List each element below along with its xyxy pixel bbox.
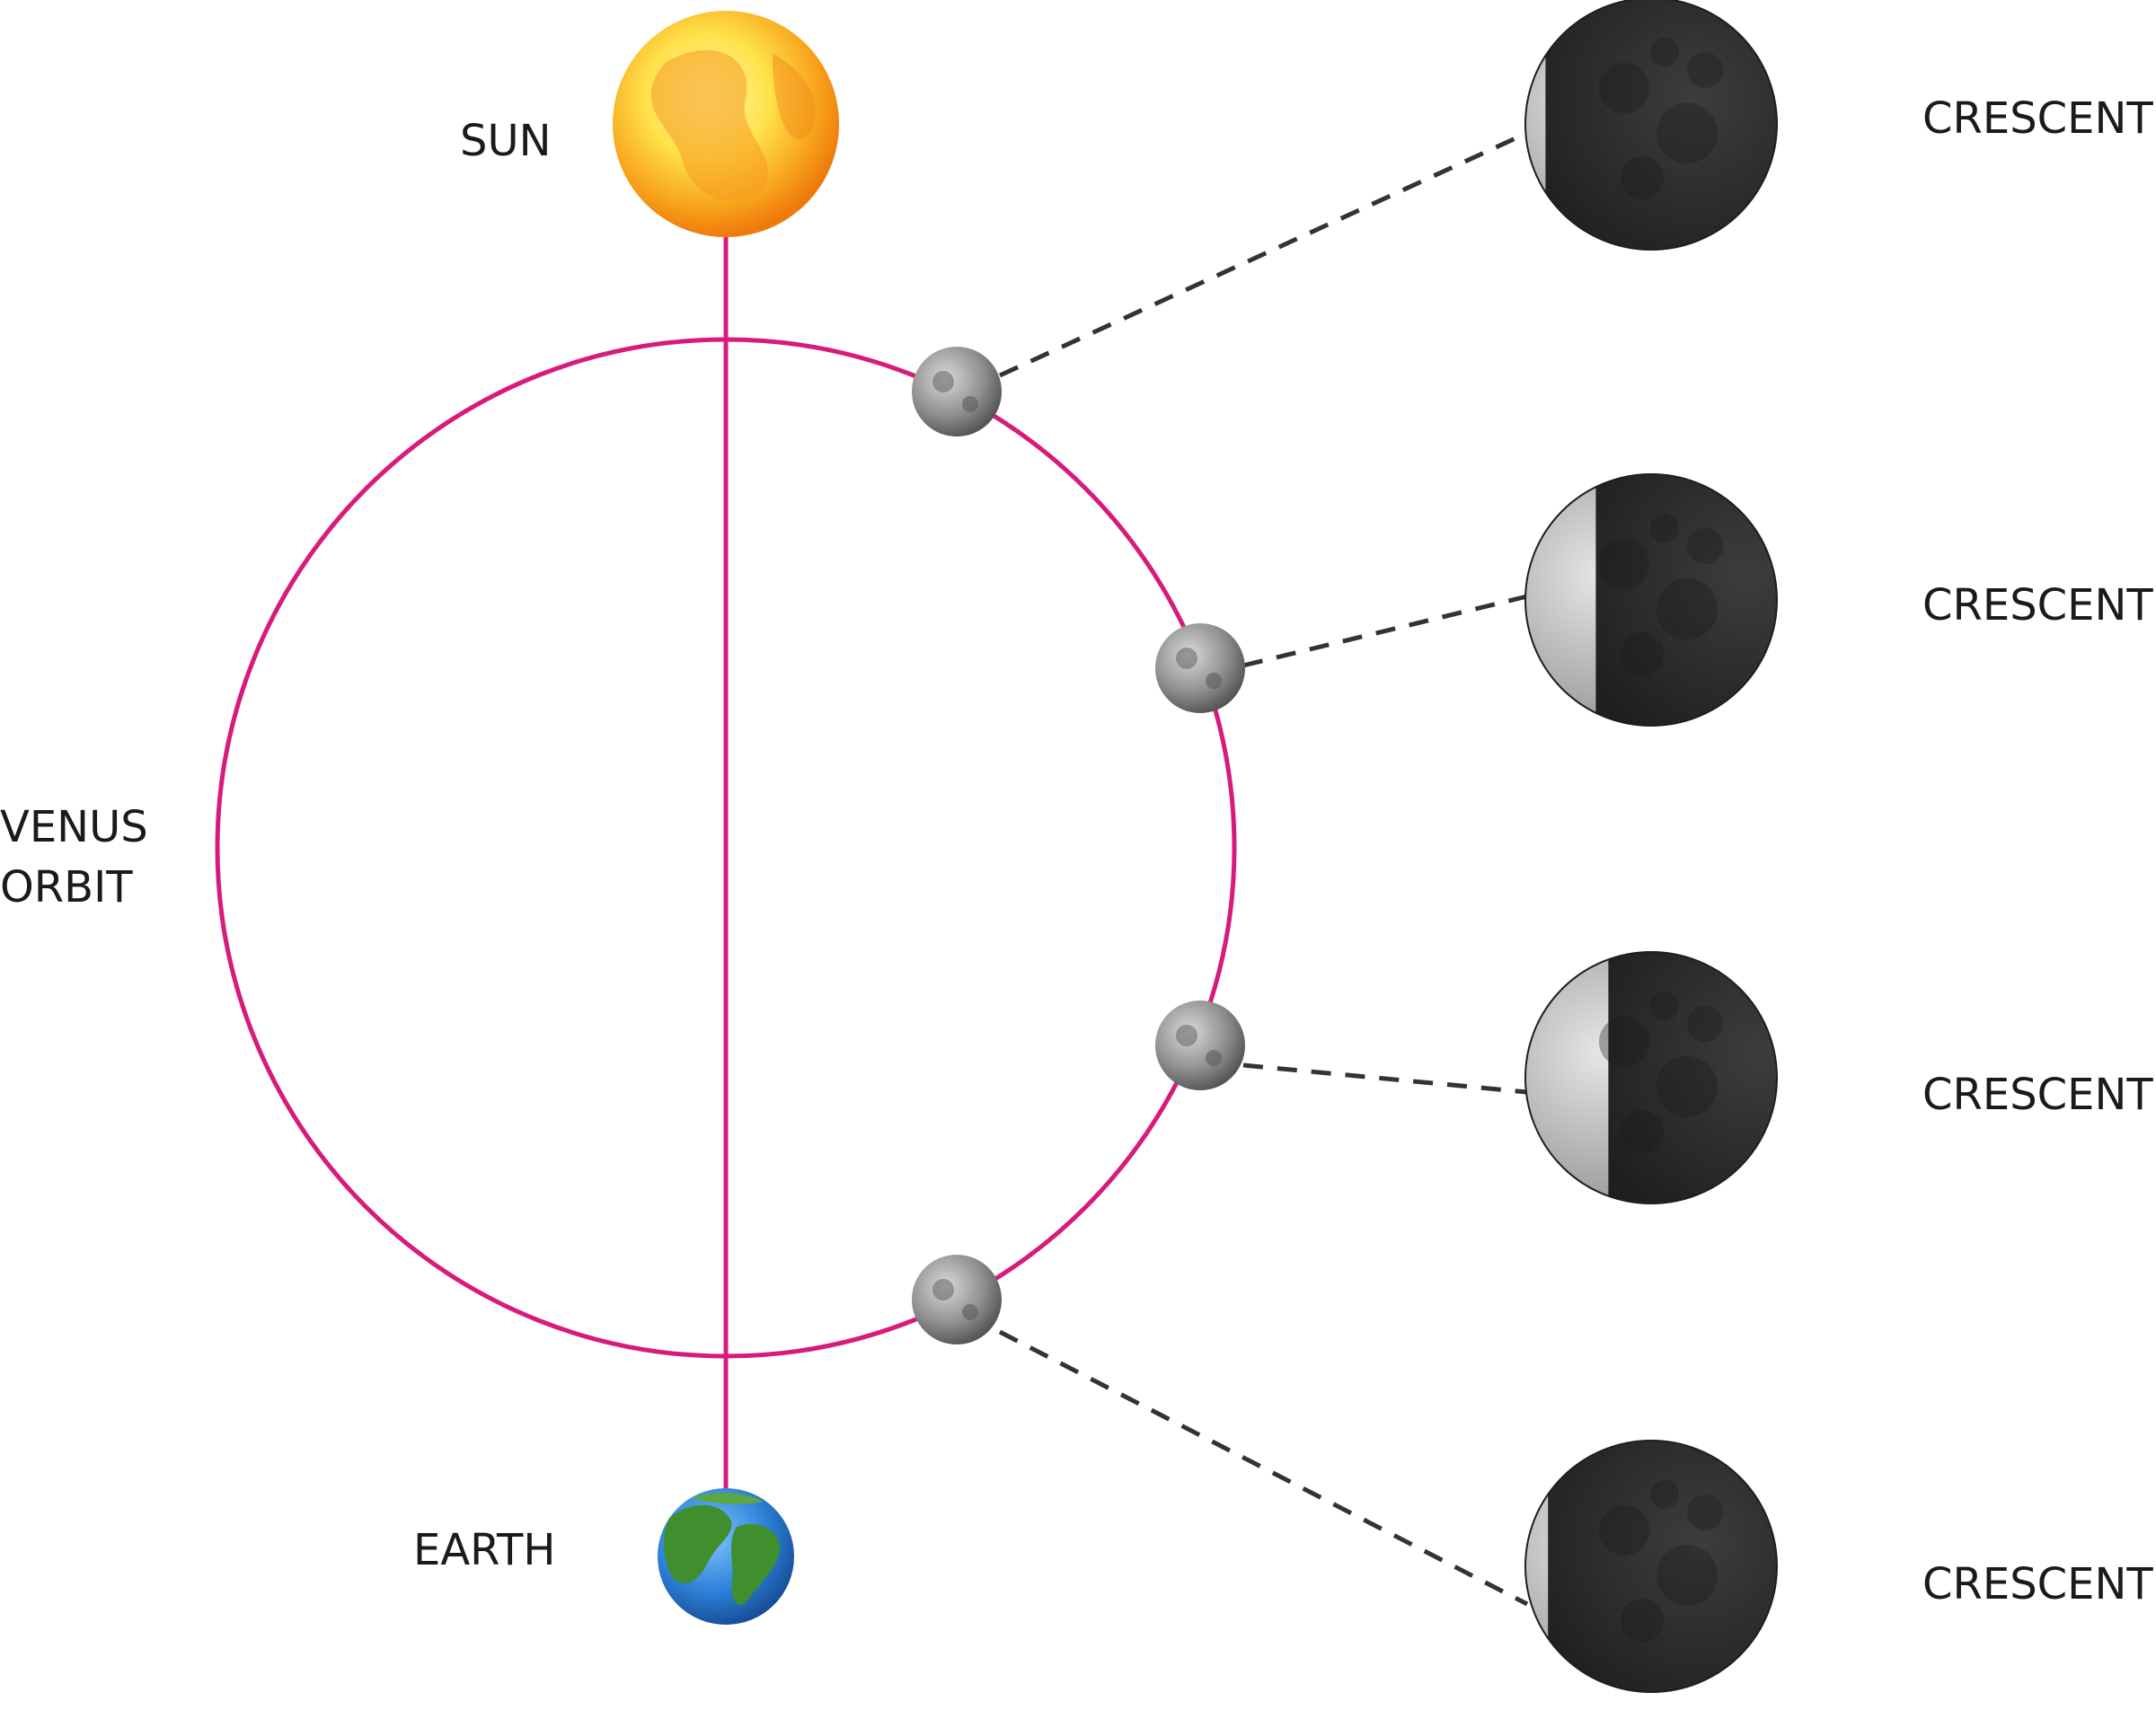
phase-surface-spot — [1650, 514, 1679, 542]
connector-line — [998, 1329, 1529, 1607]
connector-lines — [998, 130, 1529, 1607]
phase-surface-spot — [1599, 1505, 1649, 1556]
phase-rim — [1524, 0, 1778, 251]
phase-rim — [1524, 951, 1778, 1204]
phase-label: CRESCENT — [1922, 1559, 2153, 1609]
venus-positions — [912, 347, 1245, 1344]
earth — [658, 1488, 794, 1625]
venus-planet — [912, 347, 1002, 436]
phase-rim — [1524, 473, 1778, 727]
phase-surface-spot — [1687, 52, 1723, 88]
phase-label: CRESCENT — [1922, 1070, 2153, 1120]
phase-surface-spot — [1657, 1056, 1718, 1117]
phase-surface-spot — [1599, 539, 1649, 589]
venus-orbit-label-line-1: VENUS — [0, 802, 148, 852]
earth-label: EARTH — [413, 1525, 556, 1575]
phase-dark-part — [1595, 474, 1777, 726]
phase-label: CRESCENT — [1922, 580, 2153, 630]
phase-label: CRESCENT — [1922, 93, 2153, 144]
phase-surface-spot — [1687, 1494, 1723, 1530]
phase-surface-spot — [1650, 992, 1679, 1020]
phase-rim — [1524, 1440, 1778, 1693]
connector-line — [1242, 1062, 1528, 1095]
venus-phase-disc — [1524, 1440, 1778, 1693]
venus-planet — [1155, 623, 1245, 713]
phase-dark-part — [1545, 0, 1777, 250]
phase-surface-spot — [1621, 156, 1664, 199]
venus-planet — [912, 1255, 1002, 1344]
phase-surface-spot — [1657, 1545, 1718, 1606]
phase-surface-spot — [1621, 632, 1664, 675]
venus-phase-disc — [1524, 473, 1778, 727]
sun — [613, 11, 839, 237]
phase-surface-spot — [1621, 1599, 1664, 1642]
phase-surface-spot — [1650, 38, 1679, 66]
phase-surface-spot — [1621, 1110, 1664, 1153]
connector-line — [1242, 594, 1528, 668]
phase-dark-part — [1608, 952, 1777, 1203]
phase-surface-spot — [1599, 63, 1649, 113]
connector-line — [998, 130, 1529, 378]
venus-planet — [1155, 1001, 1245, 1090]
phase-surface-spot — [1687, 1006, 1723, 1042]
phase-discs — [1524, 0, 1778, 1693]
phase-surface-spot — [1657, 102, 1718, 163]
phase-surface-spot — [1657, 578, 1718, 639]
venus-phase-disc — [1524, 0, 1778, 251]
phase-surface-spot — [1599, 1017, 1649, 1067]
phase-surface-spot — [1687, 528, 1723, 564]
venus-orbit-label: VENUS ORBIT — [0, 798, 148, 918]
phase-dark-part — [1548, 1441, 1777, 1692]
sun-label: SUN — [460, 116, 552, 166]
venus-orbit-label-line-2: ORBIT — [0, 862, 133, 913]
venus-phase-disc — [1524, 951, 1778, 1204]
phase-surface-spot — [1650, 1480, 1679, 1509]
